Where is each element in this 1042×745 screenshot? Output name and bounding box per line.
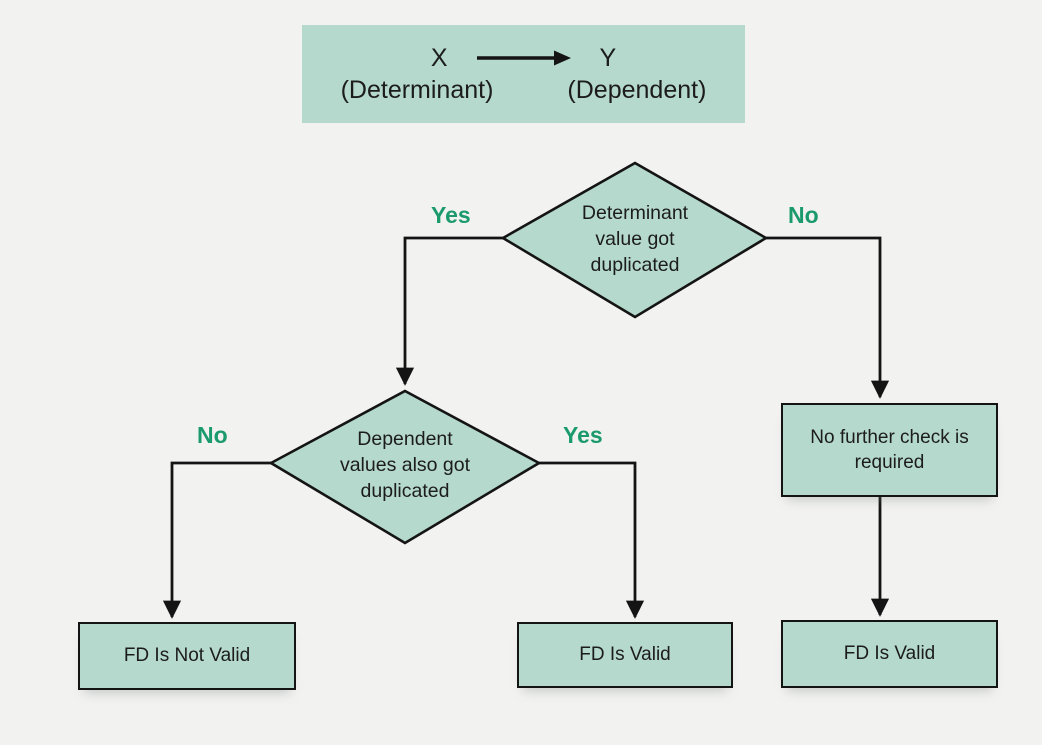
decision1-yes-label: Yes <box>431 202 471 228</box>
box-no-further-check: No further check is required <box>781 403 998 497</box>
box-fd-not-valid: FD Is Not Valid <box>78 622 296 690</box>
determinant-caption: (Determinant) <box>340 75 494 104</box>
decision2-label: Dependent values also got duplicated <box>339 428 471 502</box>
dependent-caption: (Dependent) <box>567 75 707 104</box>
legend-banner: X Y (Determinant) (Dependent) <box>302 25 745 123</box>
connector-decision1-yes <box>395 236 503 386</box>
connector-decision2-no <box>162 461 271 619</box>
box-fd-valid-right: FD Is Valid <box>781 620 998 688</box>
box-fd-valid-middle: FD Is Valid <box>517 622 733 688</box>
connector-decision2-yes <box>539 461 645 619</box>
decision2-diamond <box>268 389 542 545</box>
connector-decision1-no <box>766 236 890 399</box>
decision1-diamond <box>500 161 769 319</box>
decision1-label: Determinant value got duplicated <box>581 202 689 276</box>
decision2-yes-label: Yes <box>563 422 603 448</box>
decision2-no-label: No <box>197 422 228 448</box>
fd-arrow-icon <box>476 50 571 66</box>
legend-captions-row: (Determinant) (Dependent) <box>341 76 707 105</box>
decision1-no-label: No <box>788 202 819 228</box>
determinant-symbol: X <box>430 43 448 72</box>
dependent-symbol: Y <box>599 43 617 72</box>
legend-symbols-row: X Y <box>431 44 616 73</box>
